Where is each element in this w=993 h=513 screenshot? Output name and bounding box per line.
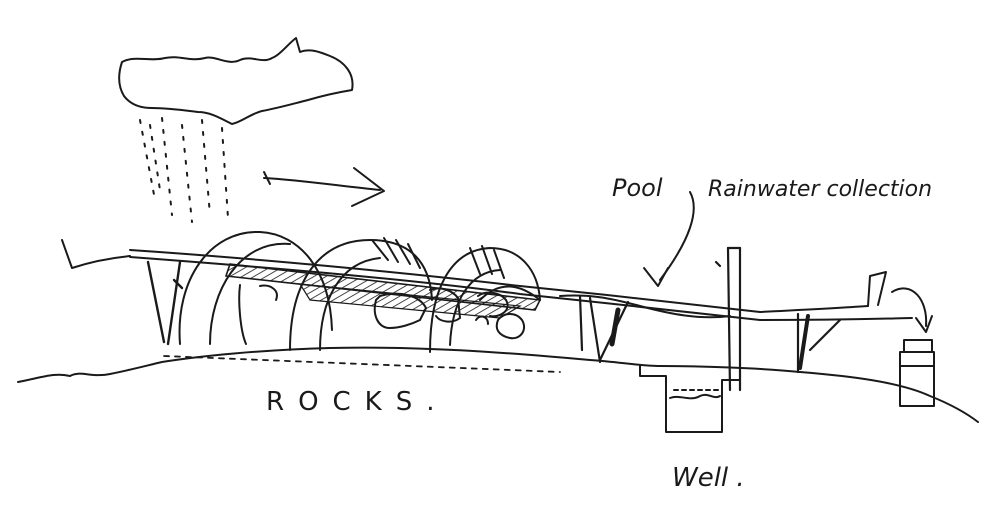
label-pointer-head — [643, 267, 669, 287]
pool-label: Pool — [612, 174, 663, 202]
label-pointer — [659, 191, 695, 281]
left-support — [146, 260, 184, 346]
pool-dip — [559, 294, 731, 319]
foundation-dash — [163, 355, 561, 373]
rainwater-label: Rainwater collection — [708, 177, 932, 202]
ground-line — [17, 346, 979, 423]
rocks-boulders — [238, 284, 526, 345]
well-label: Well . — [672, 463, 745, 493]
cistern — [891, 287, 935, 407]
wind-arrow — [263, 167, 385, 207]
cloud — [118, 37, 354, 125]
rocks-label: ROCKS. — [266, 387, 449, 417]
rain — [139, 117, 229, 223]
pool-supports — [578, 246, 842, 392]
well — [639, 365, 741, 433]
